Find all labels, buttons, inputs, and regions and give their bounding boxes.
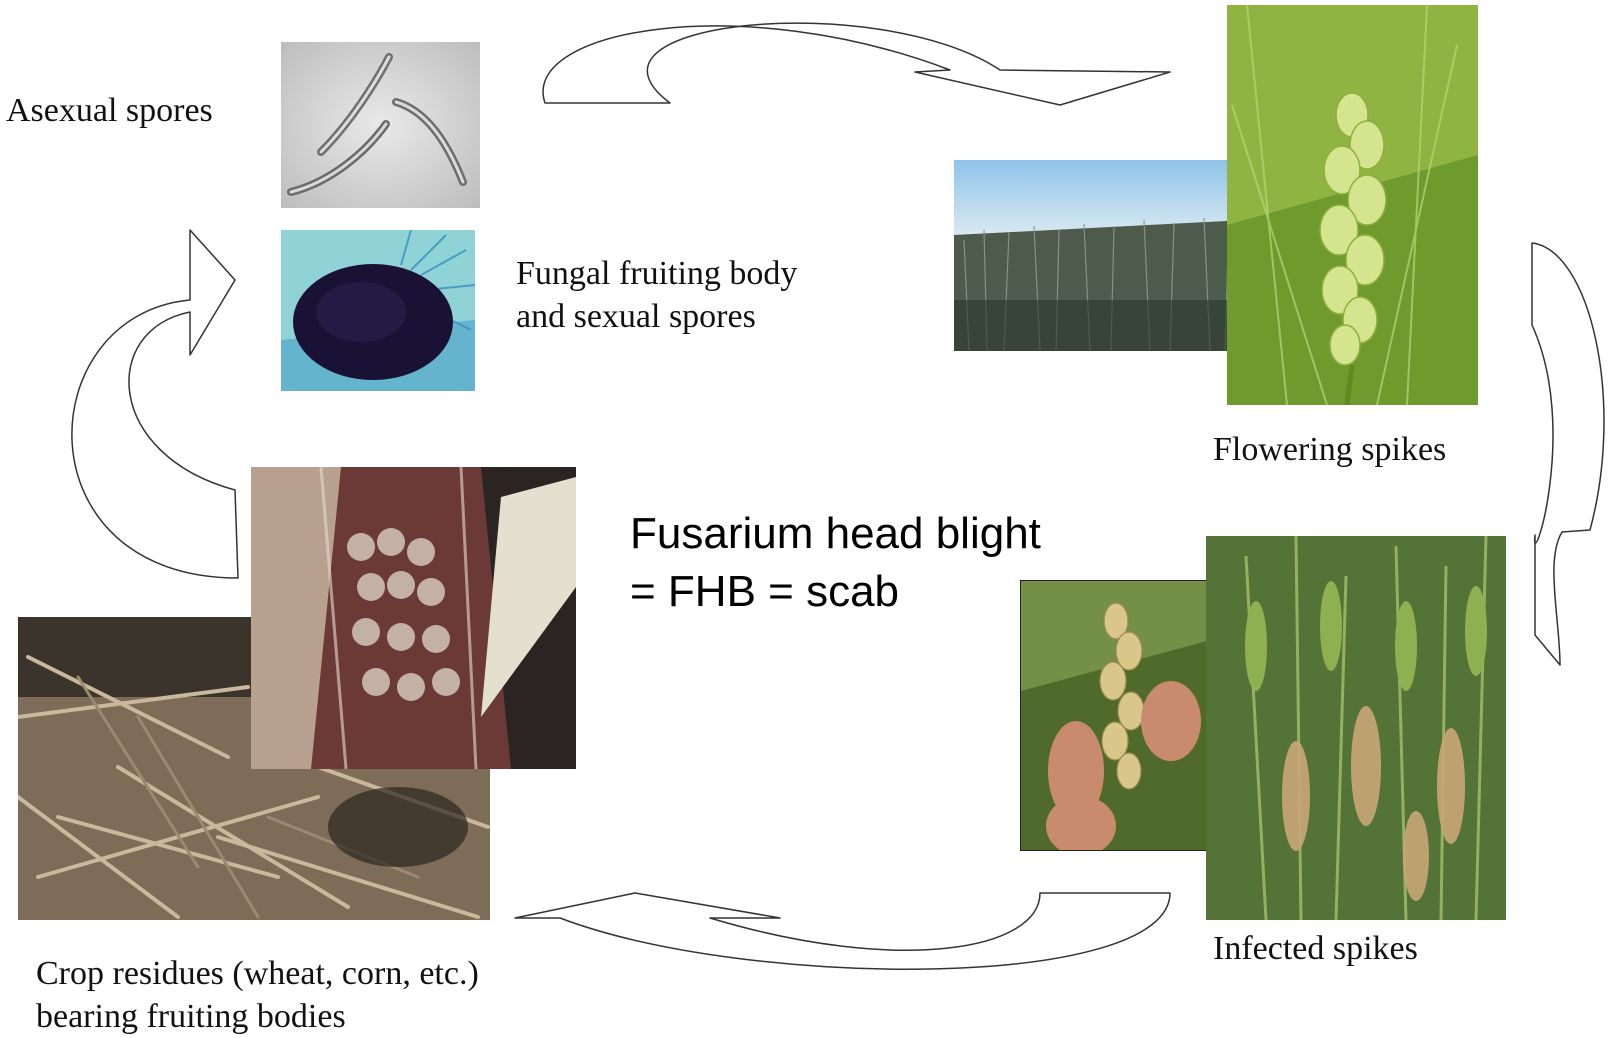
title-line2: = FHB = scab	[630, 563, 1041, 621]
arrow-right	[1532, 243, 1604, 665]
wheat-field-photo	[954, 160, 1246, 351]
flowering-spikes-text: Flowering spikes	[1213, 428, 1446, 471]
asexual-spores-photo	[281, 42, 480, 208]
asexual-spores-text: Asexual spores	[6, 89, 213, 132]
crop-residues-text-line2: bearing fruiting bodies	[36, 995, 479, 1038]
flowering-spikes-label: Flowering spikes	[1213, 428, 1446, 471]
fruiting-body-photo	[281, 230, 475, 391]
arrow-bottom	[515, 893, 1170, 969]
asexual-spores-label: Asexual spores	[6, 89, 213, 132]
crop-residues-label: Crop residues (wheat, corn, etc.) bearin…	[36, 952, 479, 1038]
infected-spikes-text: Infected spikes	[1213, 927, 1418, 970]
infected-corn-ear-photo	[251, 467, 576, 769]
arrow-left	[72, 230, 238, 578]
title-line1: Fusarium head blight	[630, 505, 1041, 563]
infected-spike-in-hand-photo	[1020, 580, 1208, 851]
fruiting-body-text-line1: Fungal fruiting body	[516, 252, 797, 295]
crop-residues-text-line1: Crop residues (wheat, corn, etc.)	[36, 952, 479, 995]
flowering-spike-photo	[1227, 5, 1478, 405]
fruiting-body-label: Fungal fruiting body and sexual spores	[516, 252, 797, 338]
diagram-title: Fusarium head blight = FHB = scab	[630, 505, 1041, 621]
arrow-top	[543, 23, 1170, 105]
fruiting-body-text-line2: and sexual spores	[516, 295, 797, 338]
infected-spikes-label: Infected spikes	[1213, 927, 1418, 970]
infected-wheat-field-photo	[1206, 536, 1506, 920]
